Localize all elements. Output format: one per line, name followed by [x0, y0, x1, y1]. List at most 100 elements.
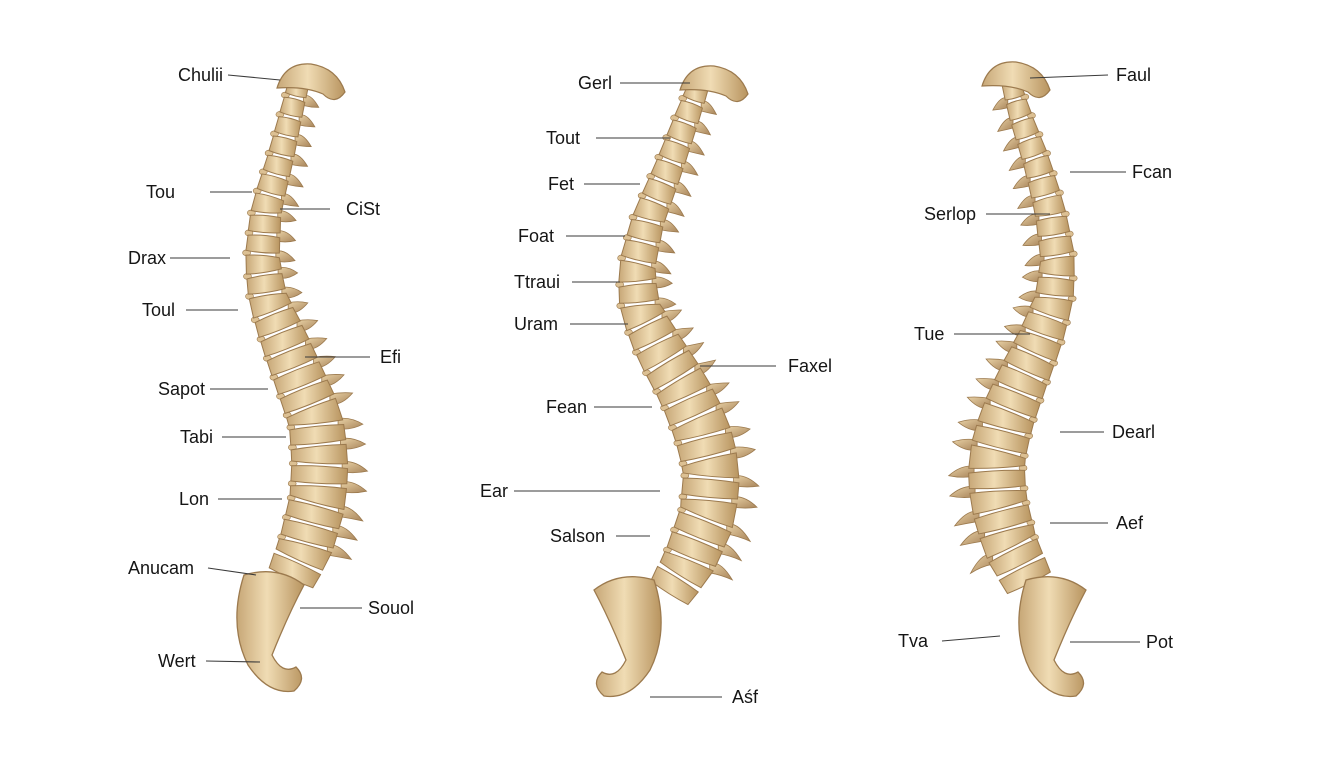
spinous-process: [666, 200, 685, 218]
vertebral-body: [985, 383, 1041, 419]
vertebral-body: [666, 119, 697, 145]
vertebral-body: [969, 490, 1028, 515]
vertebral-body: [250, 192, 285, 214]
vertebral-body: [280, 518, 339, 549]
vertebral-body: [1003, 346, 1055, 382]
vertebral-body: [1005, 98, 1032, 122]
anatomy-label: CiSt: [346, 199, 380, 219]
vertebral-body: [681, 452, 740, 479]
vertebral-body: [1021, 311, 1068, 341]
vertebral-body: [273, 361, 327, 396]
spinous-process: [337, 505, 364, 522]
anatomy-label: Drax: [128, 248, 166, 268]
sacrum-coccyx: [593, 576, 662, 698]
anatomy-label: Chulii: [178, 65, 223, 85]
spines-layer: [236, 61, 1087, 698]
vertebral-body: [620, 239, 660, 265]
spinous-process: [673, 181, 692, 197]
vertebral-body: [658, 139, 691, 165]
spinous-process: [659, 219, 680, 233]
vertebral-body: [245, 254, 282, 275]
spinous-process: [997, 117, 1014, 132]
anatomy-label: Aef: [1116, 513, 1144, 533]
vertebral-body: [285, 499, 344, 530]
anatomy-label: Aśf: [732, 687, 759, 707]
vertebral-body: [1035, 215, 1071, 237]
vertebral-body: [262, 154, 294, 178]
vertebral-body: [247, 214, 282, 234]
anatomy-label: Fcan: [1132, 162, 1172, 182]
leader-line: [227, 74, 281, 81]
vertebral-body: [993, 364, 1048, 400]
spinous-process: [290, 153, 309, 167]
vertebral-body: [1032, 194, 1067, 217]
vertebral-body: [635, 333, 687, 372]
sacrum-coccyx: [1018, 576, 1087, 698]
anatomy-label: Faxel: [788, 356, 832, 376]
sacrum-coccyx: [236, 571, 305, 693]
spinous-process: [700, 100, 718, 116]
spinous-process: [726, 523, 752, 543]
labels-layer: ChuliiTouCiStDraxToulEfiSapotTabiLonAnuc…: [128, 65, 1173, 707]
vertebral-body: [626, 218, 664, 244]
anatomy-label: Pot: [1146, 632, 1173, 652]
vertebral-body: [998, 556, 1051, 595]
vertebral-body: [275, 538, 333, 571]
anatomy-label: Dearl: [1112, 422, 1155, 442]
vertebral-body: [971, 424, 1031, 455]
spinous-process: [277, 210, 297, 223]
anatomy-label: Tva: [898, 631, 929, 651]
vertebral-body: [968, 469, 1026, 490]
leader-line: [205, 660, 261, 663]
anatomy-label: Lon: [179, 489, 209, 509]
vertebral-body: [650, 158, 684, 185]
atlas-cap: [679, 65, 749, 103]
vertebral-body: [968, 444, 1026, 469]
vertebral-body: [618, 282, 660, 304]
anatomy-label: Sapot: [158, 379, 205, 399]
vertebral-body: [628, 315, 677, 352]
spinous-process: [298, 114, 316, 128]
leader-line: [1029, 74, 1109, 79]
spinous-process: [302, 94, 320, 108]
vertebral-body: [248, 292, 292, 319]
vertebral-body: [620, 303, 666, 332]
vertebral-body: [1012, 329, 1062, 362]
vertebral-body: [1017, 135, 1048, 160]
vertebral-body: [671, 407, 731, 442]
spine-middle: [593, 65, 760, 698]
vertebral-body: [256, 173, 289, 197]
vertebral-body: [279, 96, 306, 118]
vertebral-body: [666, 531, 723, 567]
vertebral-body: [656, 367, 711, 407]
vertebral-body: [659, 550, 714, 589]
vertebral-body: [289, 424, 347, 446]
anatomy-label: Serlop: [924, 204, 976, 224]
spine-right: [947, 61, 1087, 698]
spine-left: [236, 63, 369, 693]
vertebral-body: [1038, 255, 1075, 277]
vertebral-body: [1027, 175, 1061, 199]
spinous-process: [276, 230, 297, 243]
vertebral-body: [680, 498, 738, 529]
atlas-cap: [276, 63, 346, 101]
leader-line: [941, 635, 1001, 642]
anatomy-label: Faul: [1116, 65, 1151, 85]
vertebral-body: [676, 431, 736, 463]
anatomy-label: Tout: [546, 128, 580, 148]
anatomy-label: Fean: [546, 397, 587, 417]
anatomy-label: Gerl: [578, 73, 612, 93]
anatomy-label: Wert: [158, 651, 196, 671]
vertebral-body: [260, 324, 310, 358]
vertebral-body: [1038, 235, 1075, 258]
spinous-process: [992, 97, 1009, 111]
spinous-process: [655, 239, 676, 254]
vertebral-body: [988, 538, 1044, 577]
vertebral-body: [246, 273, 286, 295]
spinous-process: [285, 173, 304, 188]
spinous-process: [687, 140, 705, 156]
vertebral-body: [641, 177, 677, 205]
vertebral-body: [979, 523, 1036, 559]
anatomy-label: Anucam: [128, 558, 194, 578]
